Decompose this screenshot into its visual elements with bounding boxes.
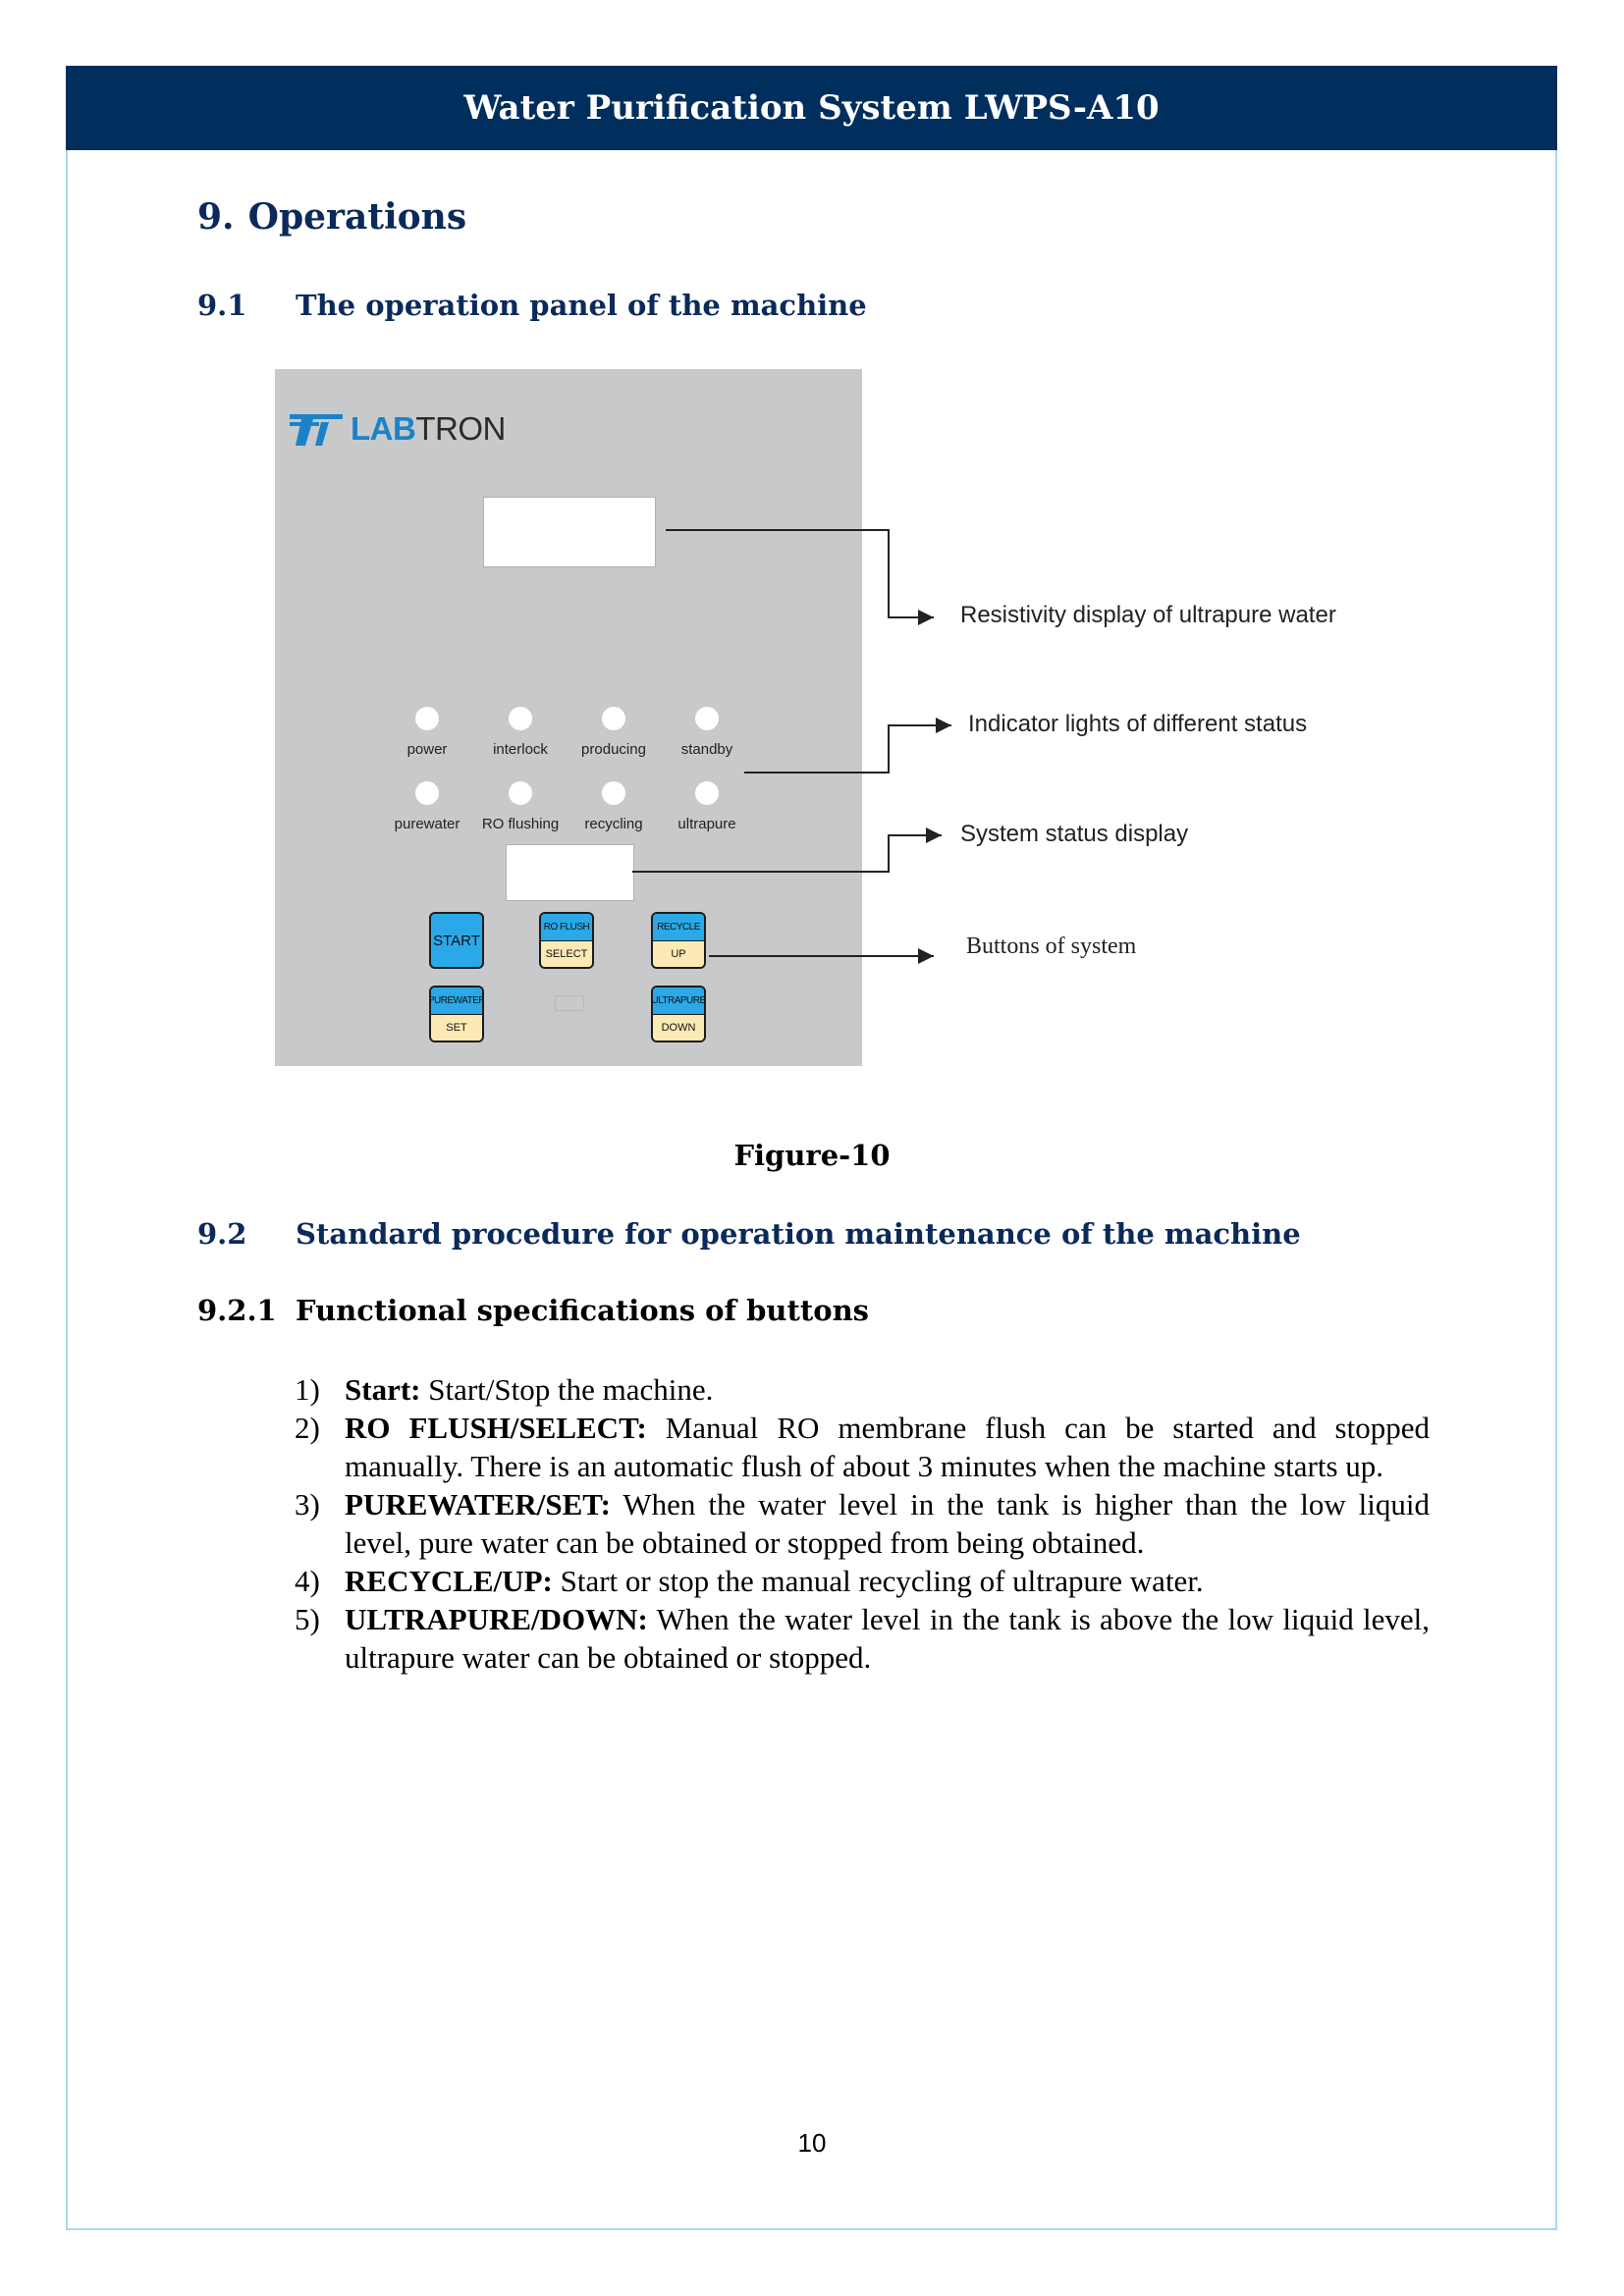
subsection-heading-9-1: 9.1 The operation panel of the machine bbox=[197, 289, 867, 322]
labtron-logo-icon bbox=[290, 414, 343, 446]
labtron-logo: LABTRON bbox=[290, 410, 506, 447]
list-term: Start: bbox=[345, 1372, 421, 1407]
list-number: 3) bbox=[295, 1487, 320, 1522]
recycling-led bbox=[602, 781, 625, 805]
list-item: 5) ULTRAPURE/DOWN: When the water level i… bbox=[295, 1600, 1430, 1677]
purewater-label: PUREWATER bbox=[431, 988, 482, 1015]
document-header: Water Purification System LWPS-A10 bbox=[66, 66, 1557, 150]
list-term: ULTRAPURE/DOWN: bbox=[345, 1602, 648, 1636]
set-label: SET bbox=[431, 1015, 482, 1041]
list-item: 2) RO FLUSH/SELECT: Manual RO membrane fl… bbox=[295, 1409, 1430, 1485]
system-status-display bbox=[506, 844, 634, 901]
subsection-number: 9.1 bbox=[197, 289, 247, 322]
recycle-label: RECYCLE bbox=[653, 914, 704, 941]
buttons-callout: Buttons of system bbox=[966, 934, 1137, 959]
list-number: 1) bbox=[295, 1372, 320, 1407]
producing-led bbox=[602, 707, 625, 730]
list-item: 3) PUREWATER/SET: When the water level in… bbox=[295, 1485, 1430, 1562]
list-item: 4) RECYCLE/UP: Start or stop the manual r… bbox=[295, 1562, 1430, 1600]
system-status-callout: System status display bbox=[960, 821, 1189, 847]
ro-flush-label: RO FLUSH bbox=[541, 914, 592, 941]
list-text: When the water level in the tank is high… bbox=[345, 1487, 1430, 1560]
recycling-label: recycling bbox=[584, 816, 643, 832]
ro-flush-select-button: RO FLUSH SELECT bbox=[539, 912, 594, 969]
section-title: Operations bbox=[247, 196, 467, 238]
list-text: Manual RO membrane flush can be started … bbox=[345, 1411, 1430, 1483]
ro-flushing-label: RO flushing bbox=[481, 816, 560, 832]
operation-panel-figure: LABTRON power interlock producing standb… bbox=[275, 369, 1394, 1066]
power-led bbox=[415, 707, 439, 730]
list-text: When the water level in the tank is abov… bbox=[345, 1602, 1430, 1675]
standby-label: standby bbox=[680, 741, 733, 758]
interlock-label: interlock bbox=[493, 741, 548, 758]
list-item: 1) Start: Start/Stop the machine. bbox=[295, 1370, 1430, 1409]
document-title: Water Purification System LWPS-A10 bbox=[463, 88, 1160, 128]
down-label: DOWN bbox=[653, 1015, 704, 1041]
small-indicator-window bbox=[555, 995, 584, 1011]
indicator-lights-callout: Indicator lights of different status bbox=[968, 711, 1308, 737]
list-text: Start or stop the manual recycling of ul… bbox=[552, 1564, 1204, 1598]
standby-led bbox=[695, 707, 719, 730]
logo-wordmark: LABTRON bbox=[351, 410, 506, 447]
recycle-up-button: RECYCLE UP bbox=[651, 912, 706, 969]
purewater-set-button: PUREWATER SET bbox=[429, 986, 484, 1042]
subsubsection-heading-9-2-1: 9.2.1 Functional specifications of button… bbox=[197, 1294, 869, 1327]
page-number: 10 bbox=[797, 2128, 827, 2158]
start-button-label: START bbox=[433, 932, 480, 949]
subsection-title: The operation panel of the machine bbox=[296, 289, 867, 322]
list-term: RECYCLE/UP: bbox=[345, 1564, 553, 1598]
select-label: SELECT bbox=[541, 941, 592, 967]
callout-lines bbox=[632, 529, 951, 964]
section-number: 9. bbox=[197, 196, 235, 238]
list-number: 5) bbox=[295, 1602, 320, 1636]
purewater-label: purewater bbox=[394, 816, 460, 832]
ultrapure-label: ULTRAPURE bbox=[653, 988, 704, 1015]
list-term: PUREWATER/SET: bbox=[345, 1487, 612, 1522]
button-spec-list: 1) Start: Start/Stop the machine. 2) RO FL… bbox=[295, 1370, 1430, 1677]
interlock-led bbox=[509, 707, 532, 730]
subsubsection-number: 9.2.1 bbox=[197, 1294, 277, 1327]
purewater-led bbox=[415, 781, 439, 805]
subsection-heading-9-2: 9.2 Standard procedure for operation main… bbox=[197, 1217, 1301, 1251]
resistivity-display bbox=[483, 497, 656, 567]
figure-caption: Figure-10 bbox=[733, 1139, 891, 1172]
subsection-title: Standard procedure for operation mainten… bbox=[296, 1217, 1301, 1251]
power-label: power bbox=[406, 741, 448, 758]
start-button: START bbox=[429, 912, 484, 969]
ultrapure-label: ultrapure bbox=[677, 816, 736, 832]
up-label: UP bbox=[653, 941, 704, 967]
resistivity-callout: Resistivity display of ultrapure water bbox=[960, 602, 1336, 628]
list-text: Start/Stop the machine. bbox=[420, 1372, 714, 1407]
section-heading: 9. Operations bbox=[197, 196, 466, 238]
ultrapure-led bbox=[695, 781, 719, 805]
control-panel-image: LABTRON power interlock producing standb… bbox=[275, 369, 862, 1066]
subsubsection-title: Functional specifications of buttons bbox=[296, 1294, 869, 1327]
list-number: 2) bbox=[295, 1411, 320, 1445]
producing-label: producing bbox=[581, 741, 646, 758]
ro-flushing-led bbox=[509, 781, 532, 805]
list-term: RO FLUSH/SELECT: bbox=[345, 1411, 647, 1445]
list-number: 4) bbox=[295, 1564, 320, 1598]
subsection-number: 9.2 bbox=[197, 1217, 247, 1251]
ultrapure-down-button: ULTRAPURE DOWN bbox=[651, 986, 706, 1042]
